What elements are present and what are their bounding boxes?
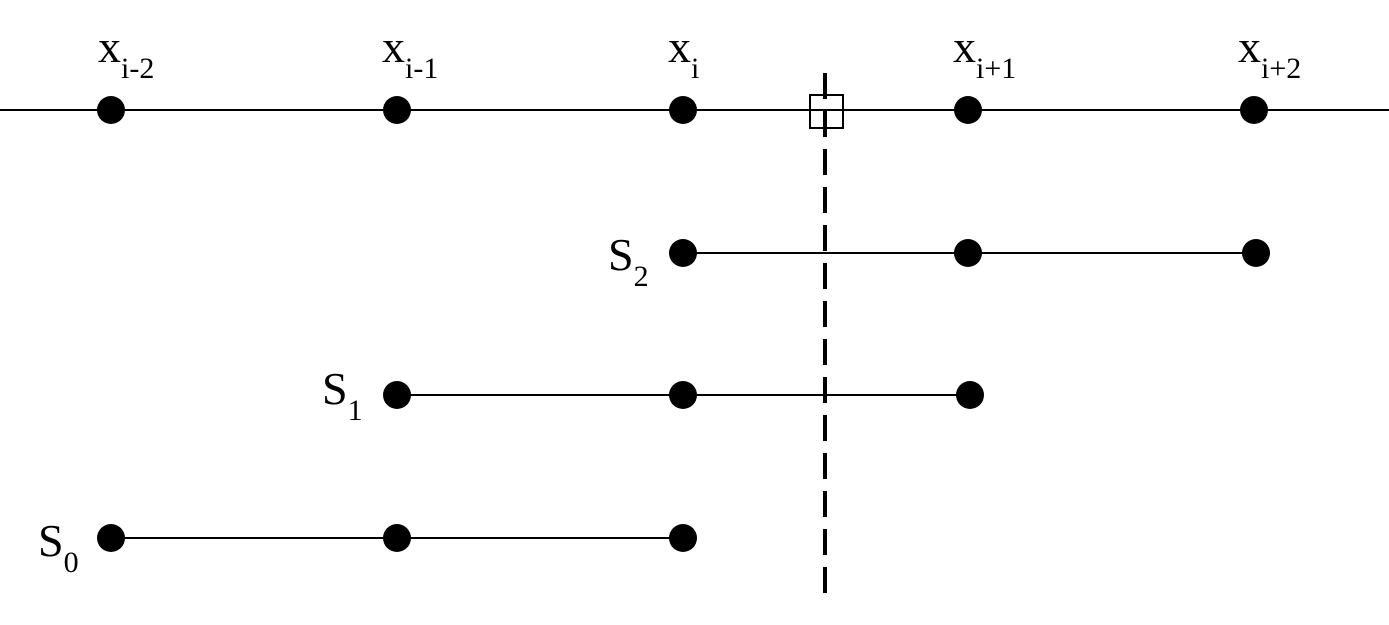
stencil-s2-point-3 <box>1242 239 1270 267</box>
stencil-s2-label: S2 <box>608 229 649 293</box>
grid-point-x-i-minus-1 <box>383 96 411 124</box>
grid-label-x-i-plus-2: xi+2 <box>1238 21 1301 85</box>
stencil-s0-point-2 <box>383 524 411 552</box>
stencil-s1-point-1 <box>383 381 411 409</box>
stencil-s0-point-1 <box>97 524 125 552</box>
grid-label-x-i-minus-2: xi-2 <box>98 21 154 85</box>
grid-label-x-i-plus-1: xi+1 <box>953 21 1016 85</box>
stencil-s2-point-1 <box>669 239 697 267</box>
grid-label-x-i-minus-1: xi-1 <box>382 21 438 85</box>
stencil-s2-point-2 <box>954 239 982 267</box>
stencil-s1-label: S1 <box>322 363 363 427</box>
grid-point-x-i-plus-2 <box>1240 96 1268 124</box>
grid-point-x-i-plus-1 <box>954 96 982 124</box>
grid-label-x-i: xi <box>668 21 699 85</box>
grid-point-x-i <box>669 96 697 124</box>
stencil-s0-label: S0 <box>38 515 79 579</box>
stencil-s1-point-3 <box>956 381 984 409</box>
stencil-s0-point-3 <box>669 524 697 552</box>
grid-point-x-i-minus-2 <box>97 96 125 124</box>
stencil-s1-point-2 <box>669 381 697 409</box>
